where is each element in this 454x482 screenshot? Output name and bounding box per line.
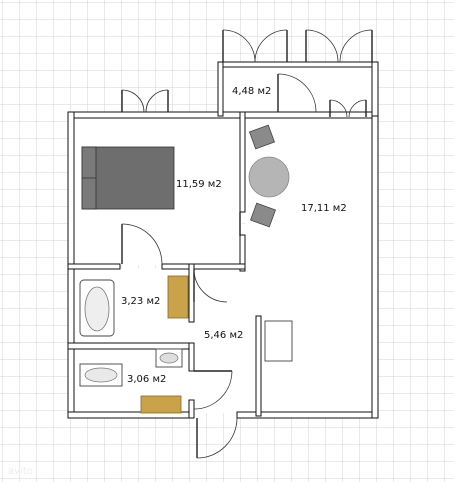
watermark-logo: avito	[8, 466, 33, 477]
table-icon	[248, 156, 290, 198]
bathtub-icon	[79, 279, 115, 337]
toilet-cabinet	[140, 395, 182, 414]
room-label-balcony: 4,48 м2	[232, 86, 271, 97]
hall-doors	[193, 212, 241, 459]
room-label-hall: 5,46 м2	[204, 330, 243, 341]
chair-icon	[249, 124, 276, 228]
room-hall	[192, 265, 260, 413]
washing-machine-icon	[79, 363, 123, 387]
room-label-kitchen-living: 17,11 м2	[301, 203, 347, 214]
stove-icon	[264, 320, 293, 362]
balcony-inner-door	[277, 73, 367, 118]
room-balcony	[222, 66, 372, 114]
room-label-toilet: 3,06 м2	[127, 374, 166, 385]
room-label-bathroom: 3,23 м2	[121, 296, 160, 307]
bedroom-window-doors	[121, 89, 169, 113]
sink-icon	[155, 348, 183, 368]
walls	[67, 61, 379, 419]
bed-icon	[81, 146, 175, 210]
balcony-doors-top	[222, 29, 373, 63]
bathroom-cabinet	[167, 275, 189, 319]
bedroom-door	[121, 223, 163, 265]
room-label-bedroom: 11,59 м2	[176, 179, 222, 190]
